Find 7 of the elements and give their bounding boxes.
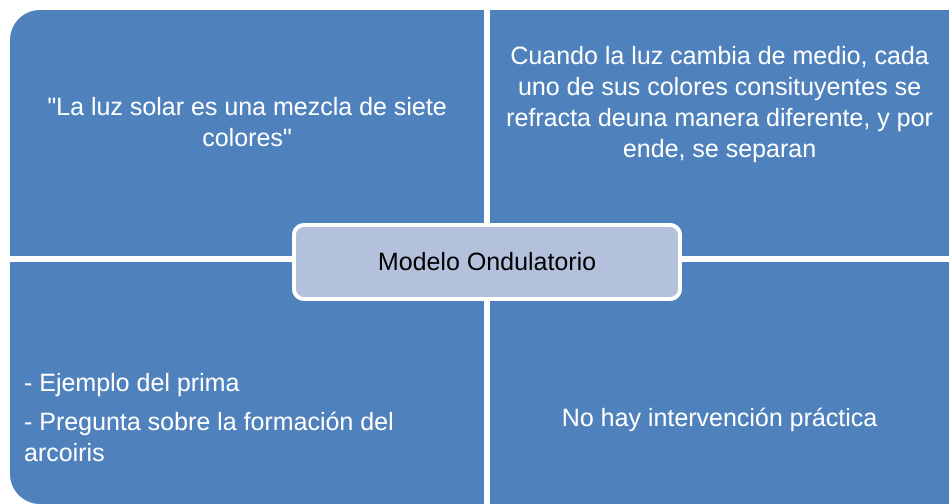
- panel-text: Modelo Ondulatorio: [378, 248, 596, 276]
- bullet-text: - Pregunta sobre la formación del arcoiris: [24, 406, 395, 468]
- panel-text: "La luz solar es una mezcla de siete colores": [46, 92, 448, 154]
- panel-text: No hay intervención práctica: [560, 402, 878, 434]
- bullet-text: - Ejemplo del prima: [24, 368, 240, 398]
- panel-text: Cuando la luz cambia de medio, cada uno de sus colores consituyentes se refracta deuna manera diferente, y por ende, se separan: [505, 41, 934, 165]
- center-box: [292, 223, 682, 301]
